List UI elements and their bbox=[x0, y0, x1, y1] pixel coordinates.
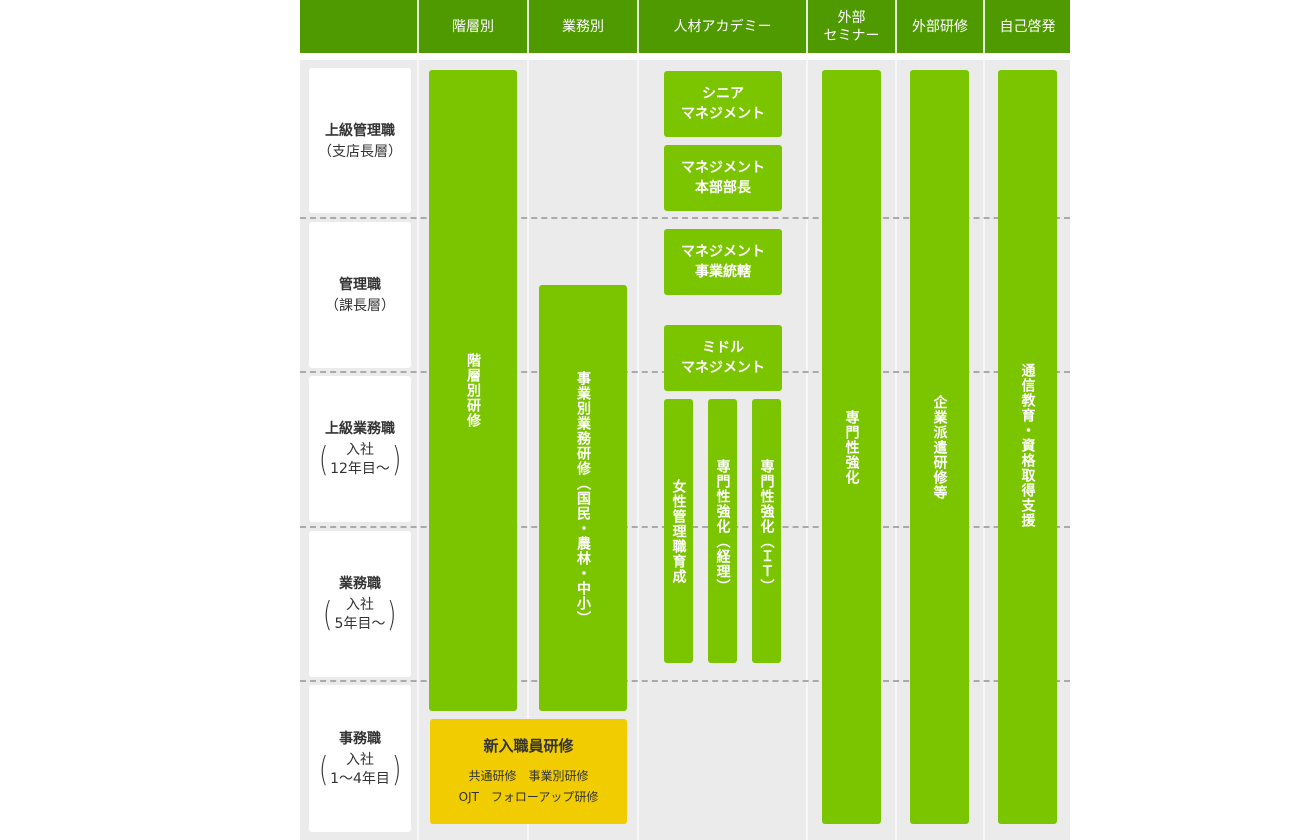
header-divider bbox=[806, 0, 808, 53]
new-hire-line1: 共通研修 事業別研修 bbox=[468, 769, 589, 783]
program-gyomubetsu: 事業別業務研修（国民・農林・中小） bbox=[539, 285, 627, 711]
row-title: 上級管理職 bbox=[325, 122, 395, 139]
header-divider bbox=[983, 0, 985, 53]
column-divider bbox=[417, 60, 419, 840]
header-divider bbox=[417, 0, 419, 53]
program-senior-management: シニア マネジメント bbox=[664, 71, 782, 137]
row-subtitle: （支店長層） bbox=[318, 143, 402, 160]
header-jiko-keihatsu: 自己啓発 bbox=[999, 18, 1056, 35]
new-hire-line2: OJT フォローアップ研修 bbox=[458, 790, 599, 804]
program-kaisobetsu: 階層別研修 bbox=[429, 70, 517, 711]
row-divider bbox=[300, 680, 1070, 682]
row-label-senior-manager: 上級管理職 （支店長層） bbox=[309, 68, 411, 213]
program-management-honbu: マネジメント 本部部長 bbox=[664, 145, 782, 211]
training-system-diagram: 階層別 業務別 人材アカデミー 外部 セミナー 外部研修 自己啓発 上級管理職 … bbox=[300, 0, 1070, 840]
header-divider bbox=[527, 0, 529, 53]
header-seminar: 外部 セミナー bbox=[823, 9, 880, 44]
column-divider bbox=[637, 60, 639, 840]
column-divider bbox=[983, 60, 985, 840]
program-new-hire: 新入職員研修 共通研修 事業別研修 OJT フォローアップ研修 bbox=[430, 719, 627, 824]
row-title: 業務職 bbox=[339, 576, 381, 592]
header-gyomubetsu: 業務別 bbox=[562, 18, 604, 35]
header-kaisobetsu: 階層別 bbox=[452, 18, 494, 35]
row-label-manager: 管理職 （課長層） bbox=[309, 222, 411, 368]
header-corner bbox=[300, 0, 417, 53]
header-academy: 人材アカデミー bbox=[673, 18, 772, 35]
header-row: 階層別 業務別 人材アカデミー 外部 セミナー 外部研修 自己啓発 bbox=[300, 0, 1070, 53]
row-title: 管理職 bbox=[339, 277, 381, 293]
program-seminar-senmon: 専門性強化 bbox=[822, 70, 881, 824]
program-tsushin-shikaku: 通信教育・資格取得支援 bbox=[998, 70, 1057, 824]
row-divider bbox=[300, 217, 1070, 219]
program-middle-management: ミドル マネジメント bbox=[664, 325, 782, 391]
program-josei-kanrishoku: 女性管理職育成 bbox=[664, 399, 693, 663]
column-divider bbox=[895, 60, 897, 840]
header-divider bbox=[895, 0, 897, 53]
row-subtitle: （課長層） bbox=[325, 298, 395, 314]
program-senmon-it: 専門性強化（ＩＴ） bbox=[752, 399, 781, 663]
header-gaibu-kenshu: 外部研修 bbox=[912, 18, 968, 35]
program-kigyo-haken: 企業派遣研修等 bbox=[910, 70, 969, 824]
column-divider bbox=[806, 60, 808, 840]
new-hire-title: 新入職員研修 bbox=[483, 737, 574, 755]
column-divider bbox=[527, 60, 529, 840]
program-senmon-keiri: 専門性強化（経理） bbox=[708, 399, 737, 663]
row-title: 上級業務職 bbox=[325, 421, 395, 437]
header-divider bbox=[637, 0, 639, 53]
program-management-jigyo: マネジメント 事業統轄 bbox=[664, 229, 782, 295]
row-title: 事務職 bbox=[339, 730, 381, 747]
